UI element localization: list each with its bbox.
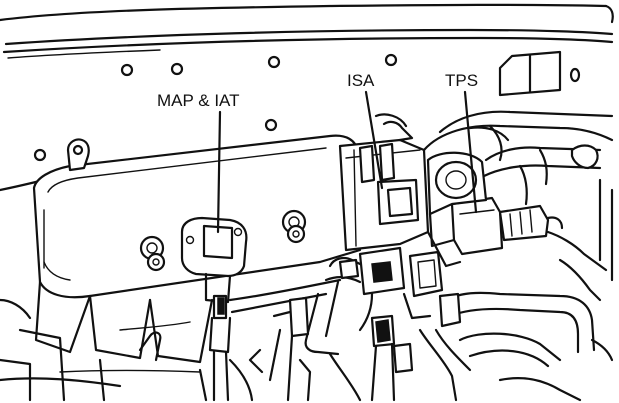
isa-leader-line (364, 90, 384, 190)
throttle-body-assembly (324, 113, 564, 298)
tps-label: TPS (445, 71, 478, 90)
tps-leader-line (463, 90, 478, 214)
relay-box (498, 50, 562, 97)
intake-plenum (32, 134, 362, 299)
isa-label: ISA (347, 71, 375, 90)
intake-runners (0, 280, 254, 402)
map-iat-label: MAP & IAT (157, 91, 240, 110)
map-iat-leader-line (216, 110, 222, 234)
bolt-holes (33, 53, 581, 162)
hood-outline (0, 3, 614, 192)
map-iat-sensor (180, 216, 248, 402)
wiring-harness (0, 278, 472, 402)
hoses (422, 110, 614, 402)
leader-lines (216, 90, 478, 234)
